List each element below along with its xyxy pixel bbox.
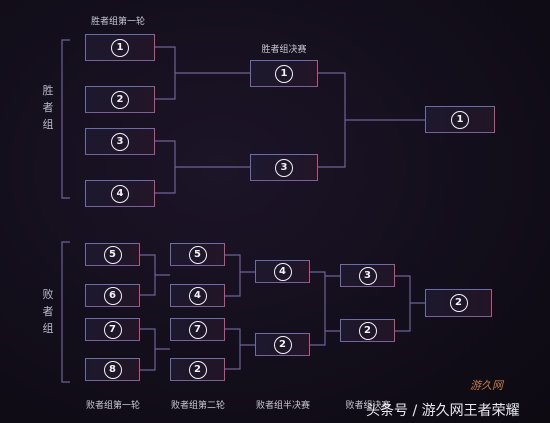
seed-number: 2 xyxy=(188,360,207,379)
watermark-text: 头条号 / 游久网王者荣耀 xyxy=(366,403,520,419)
round-label-losers-round1: 败者组第一轮 xyxy=(85,401,141,411)
connector-wr1-top xyxy=(155,46,250,100)
seed-number: 4 xyxy=(188,286,207,305)
seed-number: 4 xyxy=(111,184,129,203)
slot-losers-final-2: 2 xyxy=(340,319,395,342)
seed-number: 2 xyxy=(111,90,129,109)
seed-number: 4 xyxy=(273,262,292,281)
seed-number: 1 xyxy=(451,110,469,129)
round-label-losers-round2: 败者组第二轮 xyxy=(170,401,226,411)
slot-winners-final-2: 3 xyxy=(250,154,318,181)
winners-group-brace xyxy=(61,39,70,199)
slot-grand-final: 1 xyxy=(425,106,495,133)
slot-losers-semifinal-1: 4 xyxy=(255,260,310,283)
round-label-winners-final: 胜者组决赛 xyxy=(261,45,307,55)
slot-losers-round1-2: 6 xyxy=(85,284,140,307)
seed-number: 1 xyxy=(275,64,293,83)
slot-winners-round1-3: 3 xyxy=(85,128,155,155)
connector-lr2-bottom xyxy=(225,328,255,370)
connector-lr1-top xyxy=(140,254,170,296)
slot-losers-champion: 2 xyxy=(425,289,492,317)
round-label-losers-semifinal: 败者组半决赛 xyxy=(255,401,311,411)
connector-wf-to-gf xyxy=(318,72,425,168)
slot-losers-round2-2: 4 xyxy=(170,284,225,307)
slot-losers-round2-3: 7 xyxy=(170,318,225,341)
seed-number: 6 xyxy=(103,286,122,305)
slot-losers-final-1: 3 xyxy=(340,264,395,287)
seed-number: 2 xyxy=(358,321,377,340)
slot-winners-final-1: 1 xyxy=(250,60,318,87)
round-label-winners-round1: 胜者组第一轮 xyxy=(90,17,146,27)
slot-winners-round1-1: 1 xyxy=(85,34,155,61)
slot-losers-round1-4: 8 xyxy=(85,358,140,381)
winners-group-label: 胜者组 xyxy=(42,84,54,131)
connector-wr1-bottom xyxy=(155,140,250,194)
seed-number: 2 xyxy=(273,335,292,354)
slot-winners-round1-2: 2 xyxy=(85,86,155,113)
losers-group-brace xyxy=(61,241,70,383)
connector-lf xyxy=(395,275,425,332)
slot-losers-round2-4: 2 xyxy=(170,358,225,381)
seed-number: 7 xyxy=(103,320,122,339)
connector-lsf xyxy=(310,271,340,346)
seed-number: 5 xyxy=(103,245,122,264)
slot-winners-round1-4: 4 xyxy=(85,180,155,207)
losers-group-label: 败者组 xyxy=(42,288,54,335)
slot-losers-round2-1: 5 xyxy=(170,243,225,266)
seed-number: 3 xyxy=(275,158,293,177)
seed-number: 2 xyxy=(449,294,468,312)
slot-losers-semifinal-2: 2 xyxy=(255,333,310,356)
slot-losers-round1-3: 7 xyxy=(85,318,140,341)
seed-number: 3 xyxy=(358,266,377,285)
connector-lr2-top xyxy=(225,254,255,297)
seed-number: 3 xyxy=(111,132,129,151)
slot-losers-round1-1: 5 xyxy=(85,243,140,266)
round-label-losers-final: 败者组决赛 xyxy=(345,401,391,411)
seed-number: 8 xyxy=(103,360,122,379)
connector-lr1-bottom xyxy=(140,328,170,371)
seed-number: 1 xyxy=(111,38,129,57)
watermark-logo: 游久网 xyxy=(470,379,503,392)
seed-number: 7 xyxy=(188,320,207,339)
seed-number: 5 xyxy=(188,245,207,264)
